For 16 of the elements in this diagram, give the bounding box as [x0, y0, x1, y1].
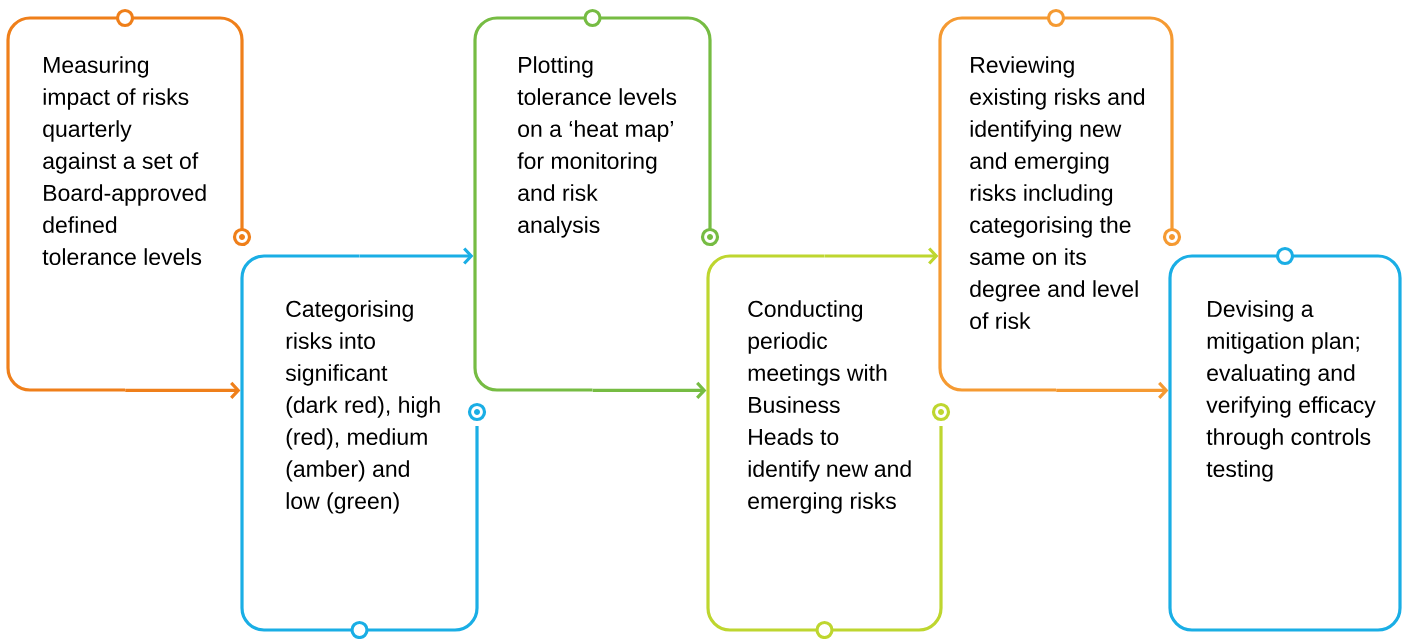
process-box: Categorising risks into significant (dark red), high (red), medium (amber) and low (green)	[240, 254, 487, 639]
process-box: Devising a mitigation plan; evaluating and verifying efficacy through controls testing	[1168, 246, 1402, 632]
process-box: Reviewing existing risks and identifying new and emerging risks including categorising the same on its degree and level of risk	[938, 8, 1182, 392]
process-box: Measuring impact of risks quarterly against a set of Board-approved defined tolerance levels	[6, 8, 252, 392]
arrow	[824, 247, 939, 265]
process-box: Plotting tolerance levels on a ‘heat map’ for monitoring and risk analysis	[473, 8, 720, 392]
node-label: Categorising risks into significant (dark red), high (red), medium (amber) and low (green)	[285, 300, 440, 514]
arrow	[592, 381, 707, 399]
arrow	[359, 247, 474, 265]
process-box: Conducting periodic meetings with Business Heads to identify new and emerging risks	[706, 254, 951, 639]
node-label: Measuring impact of risks quarterly against a set of Board-approved defined tolerance levels	[42, 56, 206, 266]
node-label: Conducting periodic meetings with Business Heads to identify new and emerging risks	[748, 300, 911, 514]
node-label: Plotting tolerance levels on a ‘heat map’ for monitoring and risk analysis	[517, 56, 677, 238]
node-label: Reviewing existing risks and identifying new and emerging risks including categorising the same on its degree and level of risk	[969, 56, 1145, 330]
arrow	[1056, 381, 1169, 399]
arrow	[125, 381, 241, 399]
